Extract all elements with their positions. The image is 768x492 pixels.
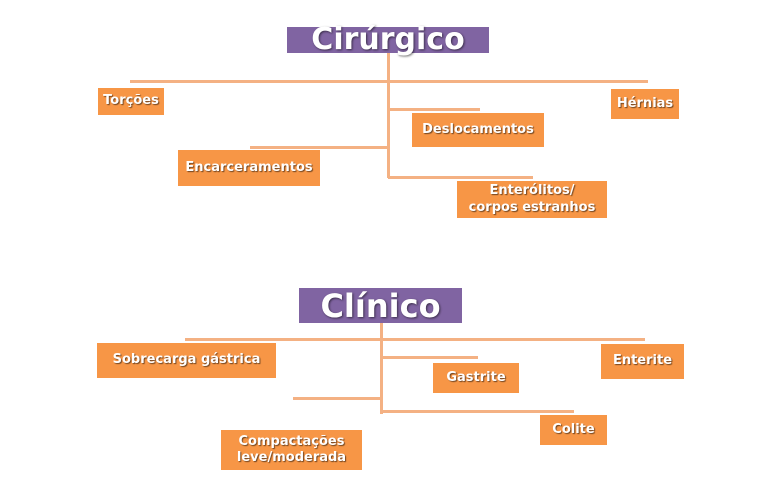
clinical-item-enterite: Enterite [601, 344, 684, 379]
clinical-item-sobrecarga: Sobrecarga gástrica [97, 343, 276, 378]
clinical-colite-branch-line [381, 410, 574, 413]
surgical-encarceramentos-branch-line [250, 146, 389, 149]
clinical-item-compactacoes: Compactações leve/moderada [221, 430, 362, 470]
surgical-enterolitos-branch-line [388, 176, 533, 179]
clinical-top-branch-line [185, 338, 645, 341]
surgical-deslocamentos-branch-line [388, 108, 480, 111]
clinical-item-colite: Colite [540, 415, 607, 445]
surgical-header: Cirúrgico [287, 25, 489, 55]
surgical-item-encarceramentos: Encarceramentos [178, 150, 320, 186]
clinical-trunk-line [380, 322, 383, 414]
surgical-trunk-line [387, 52, 390, 178]
clinical-header: Clínico [299, 288, 462, 323]
clinical-gastrite-branch-line [381, 356, 478, 359]
clinical-item-gastrite: Gastrite [433, 363, 519, 393]
surgical-top-branch-line [130, 80, 648, 83]
surgical-item-hernias: Hérnias [611, 89, 679, 119]
surgical-item-torcoes: Torções [98, 88, 164, 115]
clinical-compactacoes-branch-line [293, 397, 382, 400]
surgical-item-deslocamentos: Deslocamentos [412, 113, 544, 147]
surgical-item-enterolitos: Enterólitos/ corpos estranhos [457, 181, 607, 218]
